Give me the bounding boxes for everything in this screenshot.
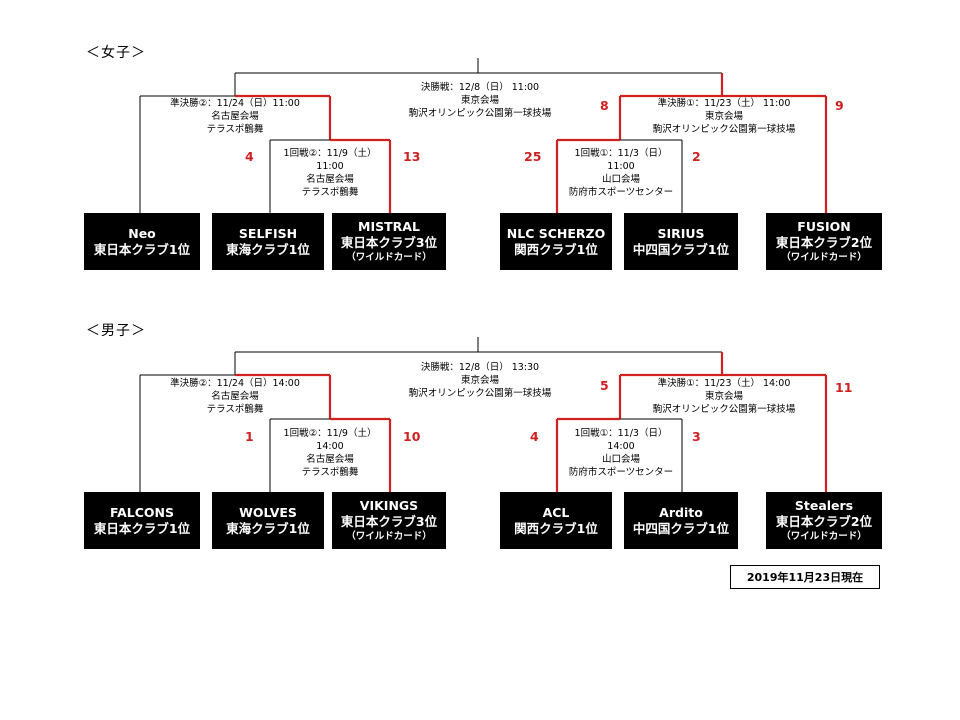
team-region: 東海クラブ1位 [226,520,310,536]
score: 9 [835,98,844,113]
as-of-date-box: 2019年11月23日現在 [730,565,880,589]
team-note: （ワイルドカード） [346,531,432,542]
team-name: NLC SCHERZO [506,225,606,241]
team-name: FUSION [797,219,851,234]
score: 11 [835,380,853,395]
team-box: MISTRAL 東日本クラブ3位 （ワイルドカード） [332,213,446,270]
score: 25 [524,149,542,164]
team-name: WOLVES [239,504,297,520]
score: 5 [600,378,609,393]
team-name: MISTRAL [358,219,420,234]
team-box: VIKINGS 東日本クラブ3位 （ワイルドカード） [332,492,446,549]
team-region: 東海クラブ1位 [226,241,310,257]
score: 4 [245,149,254,164]
team-region: 関西クラブ1位 [514,241,598,257]
team-name: VIKINGS [359,498,419,513]
team-region: 中四国クラブ1位 [632,520,730,536]
team-box: WOLVES 東海クラブ1位 [212,492,324,549]
team-box: ACL 関西クラブ1位 [500,492,612,549]
section-label-men: ＜男子＞ [86,323,146,339]
team-note: （ワイルドカード） [781,252,867,263]
score: 8 [600,98,609,113]
team-name: SELFISH [238,225,298,241]
team-note: （ワイルドカード） [346,252,432,263]
team-region: 関西クラブ1位 [514,520,598,536]
team-box: NLC SCHERZO 関西クラブ1位 [500,213,612,270]
team-region: 東日本クラブ2位 [775,235,873,250]
team-region: 東日本クラブ2位 [775,514,873,529]
team-region: 東日本クラブ3位 [340,235,438,250]
score: 10 [403,429,421,444]
team-region: 東日本クラブ3位 [340,514,438,529]
team-box: SIRIUS 中四国クラブ1位 [624,213,738,270]
team-box: Stealers 東日本クラブ2位 （ワイルドカード） [766,492,882,549]
score: 13 [403,149,421,164]
team-box: FUSION 東日本クラブ2位 （ワイルドカード） [766,213,882,270]
team-name: Neo [128,225,156,241]
score: 1 [245,429,254,444]
team-box: FALCONS 東日本クラブ1位 [84,492,200,549]
team-box: Ardito 中四国クラブ1位 [624,492,738,549]
team-name: SIRIUS [657,225,705,241]
score: 4 [530,429,539,444]
team-box: Neo 東日本クラブ1位 [84,213,200,270]
team-name: FALCONS [109,504,174,520]
team-region: 東日本クラブ1位 [93,241,191,257]
team-region: 東日本クラブ1位 [93,520,191,536]
score: 3 [692,429,701,444]
team-note: （ワイルドカード） [781,531,867,542]
team-name: Stealers [794,498,854,513]
section-label-women: ＜女子＞ [86,45,146,61]
team-region: 中四国クラブ1位 [632,241,730,257]
team-box: SELFISH 東海クラブ1位 [212,213,324,270]
score: 2 [692,149,701,164]
team-name: Ardito [659,504,703,520]
team-name: ACL [542,504,570,520]
